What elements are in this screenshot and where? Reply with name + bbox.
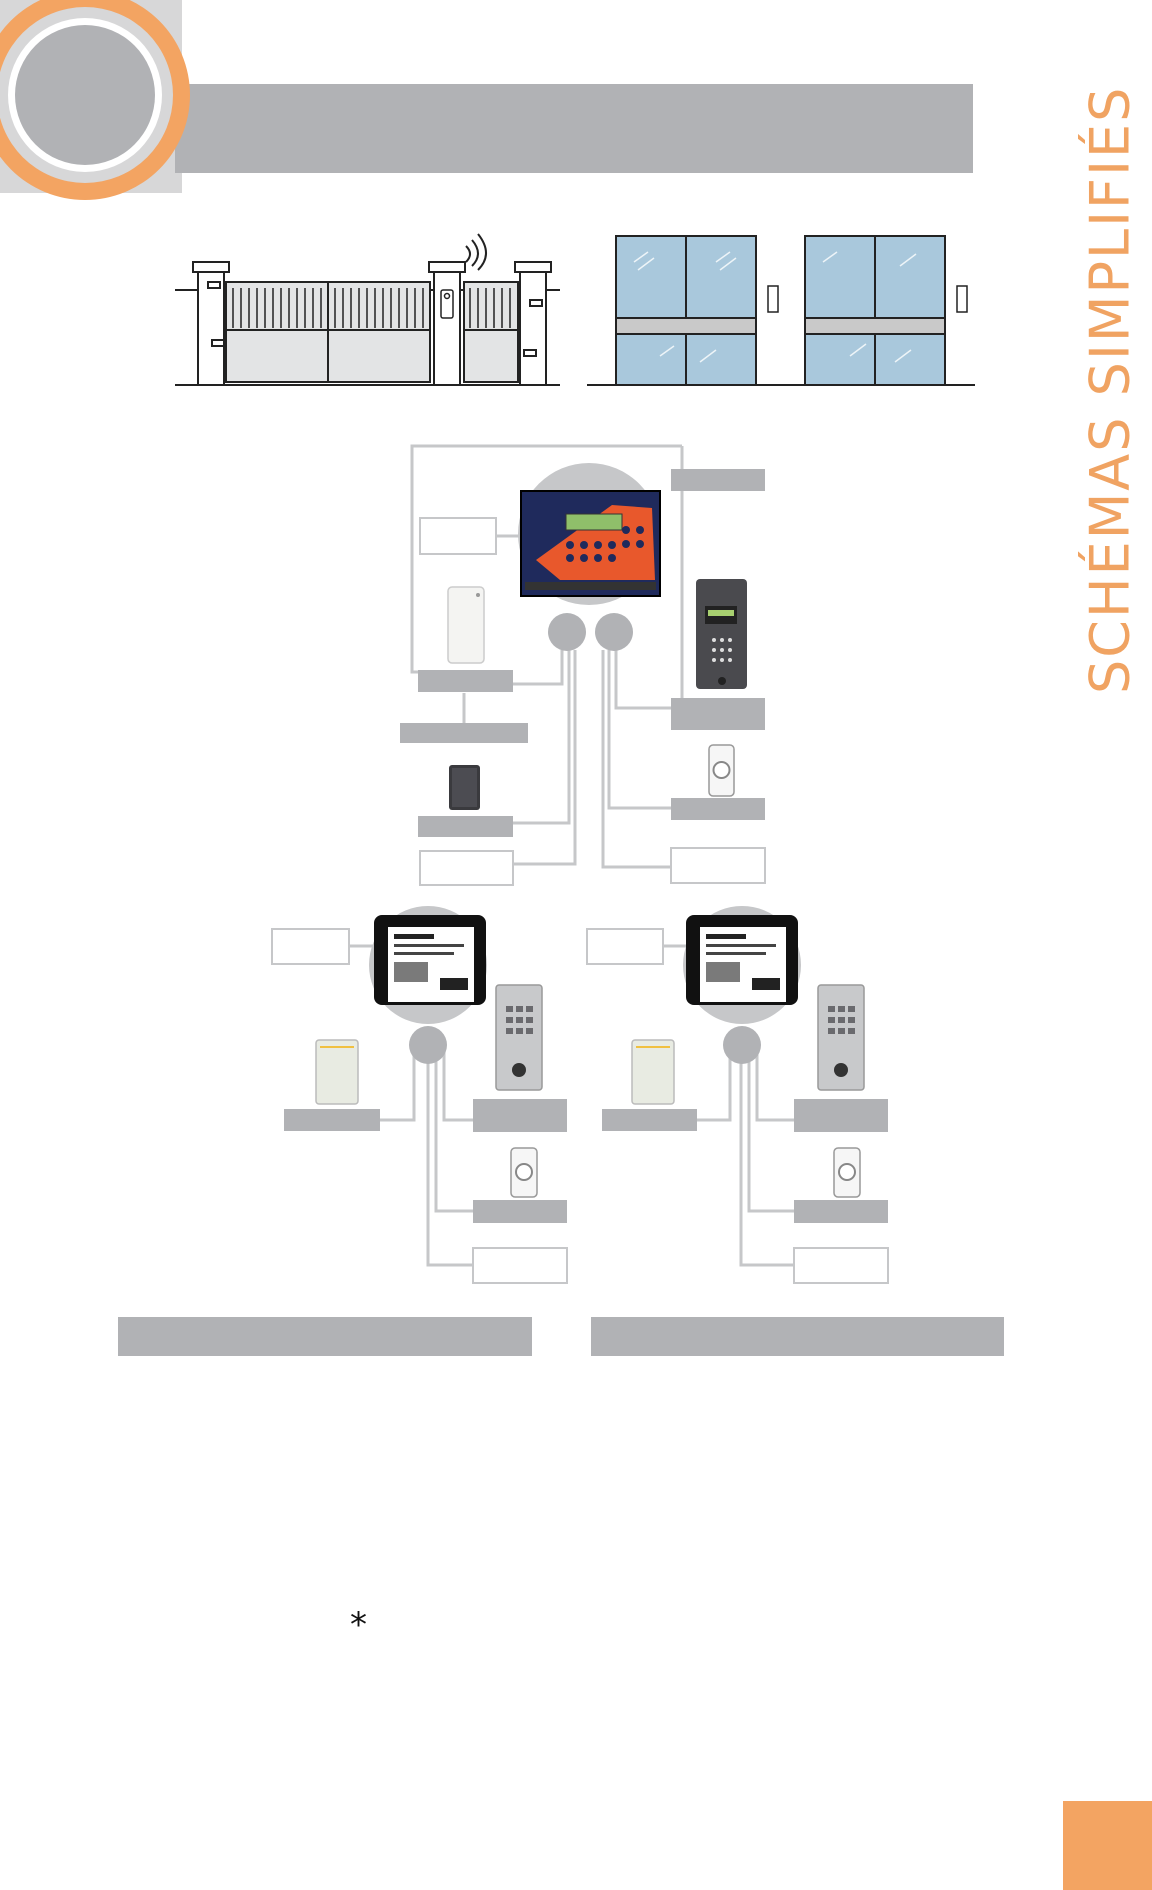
- right-keypad-icon: [817, 984, 865, 1091]
- page-tab: [1063, 1801, 1152, 1890]
- left-receiver-icon: [315, 1039, 359, 1105]
- connector-node-right: [595, 613, 633, 651]
- sliding-gate-icon: [175, 261, 560, 386]
- keypad-icon: [440, 289, 454, 319]
- left-keypad-icon: [495, 984, 543, 1091]
- left-module-icon: [374, 915, 486, 1005]
- left-connector-node: [409, 1026, 447, 1064]
- connector-node-left: [548, 613, 586, 651]
- radio-receiver-icon: [447, 586, 485, 664]
- side-title: SCHÉMAS SIMPLIFIÉS: [1078, 85, 1142, 695]
- left-connectors: [350, 944, 473, 1267]
- push-button-icon: [708, 744, 735, 797]
- right-labels: [586, 928, 889, 1284]
- right-connectors: [664, 944, 794, 1267]
- header-title-bar: [175, 84, 973, 173]
- right-caption-bar: [591, 1317, 1004, 1356]
- wireless-signal-icon: [465, 233, 487, 271]
- central-labels: [400, 469, 766, 886]
- central-connectors: [410, 444, 684, 869]
- control-unit-icon: [520, 490, 661, 597]
- right-connector-node: [723, 1026, 761, 1064]
- right-module-icon: [686, 915, 798, 1005]
- left-labels: [271, 928, 568, 1284]
- right-push-button-icon: [833, 1147, 861, 1198]
- badge-reader-icon: [449, 765, 480, 810]
- left-caption-bar: [118, 1317, 532, 1356]
- footnote-marker: *: [350, 1605, 367, 1645]
- left-push-button-icon: [510, 1147, 538, 1198]
- intercom-panel-icon: [696, 579, 747, 689]
- corner-badge-icon: [0, 0, 190, 200]
- right-receiver-icon: [631, 1039, 675, 1105]
- glass-door-icon: [587, 235, 975, 386]
